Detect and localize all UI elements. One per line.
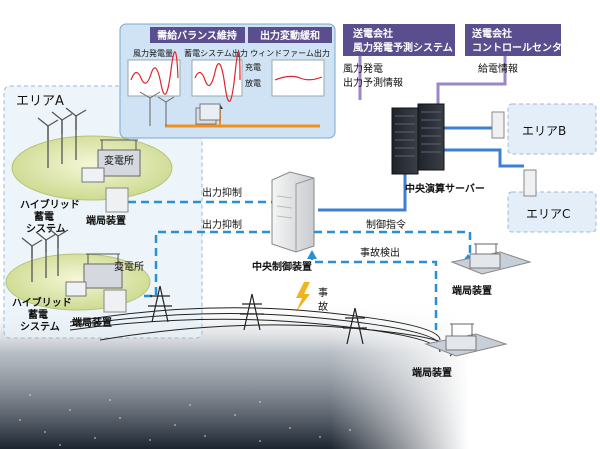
area-b-terminal-icon [491,111,505,139]
control-command-label: 制御指令 [366,218,406,231]
central-controller-label: 中央制御装置 [252,260,312,273]
central-controller-icon [271,171,315,253]
badge-smoothing [248,27,332,43]
central-server-icon [391,103,445,175]
fault-detect-label: 事故検出 [360,246,400,259]
terminal-right1-label: 端局装置 [452,284,492,297]
terminal-bottom-label: 端局装置 [72,316,112,329]
windfarm-output-label: ウィンドファーム出力 [250,48,330,58]
transmission-lines [69,285,454,357]
hybrid-bottom-line2: 蓄電 [28,308,48,321]
discharge-label: 放電 [245,78,261,88]
badge-smoothing-label: 出力変動緩和 [260,29,320,42]
terminal-right2-label: 端局装置 [412,366,452,379]
terminal-right1-icon [450,243,532,275]
inset-turbine-icon [139,91,175,126]
terminal-right2-icon [424,323,508,357]
wind-farm-top [11,107,173,201]
wind-output-label: 風力発電量 [133,48,173,58]
area-c-terminal-icon [523,169,537,197]
svg-text:送電会社: 送電会社 [352,27,393,40]
area-a-label: エリアA [16,94,64,109]
lightning-icon [296,282,310,312]
badge-balance [150,27,245,43]
svg-text:コントロールセンタ: コントロールセンタ [472,42,562,54]
badge-balance-label: 需給バランス維持 [157,29,237,42]
area-c-box [507,191,597,233]
terminal-top-icon [105,187,129,213]
area-b-box [507,103,597,155]
area-c-label: エリアC [526,207,570,221]
storage-output-label: 蓄電システム出力 [184,48,248,58]
output-suppress-label-1: 出力抑制 [202,186,242,199]
substation-top-label: 変電所 [104,154,134,167]
hybrid-bottom-line1: ハイブリッド [12,296,72,309]
substation-bottom-icon [65,253,123,297]
area-b-label: エリアB [522,124,566,138]
svg-text:風力発電予測システム: 風力発電予測システム [353,41,453,54]
hybrid-top-line1: ハイブリッド [20,198,80,211]
terminal-top-label: 端局装置 [86,214,126,227]
fault-char-2: 故 [318,300,328,313]
svg-text:送電会社: 送電会社 [471,27,512,40]
forecast-info-line2: 出力予測情報 [343,76,403,89]
inset-battery-icon [195,103,221,125]
hybrid-top-line3: システム [26,223,66,235]
wind-turbine-icon [21,227,69,282]
hybrid-bottom-line3: システム [20,321,60,333]
fault-char-1: 事 [318,286,328,299]
charge-label: 充電 [245,62,261,72]
inset-panel: 需給バランス維持 出力変動緩和 風力発電量 蓄電システム出力 ウィンドファーム出… [119,23,336,139]
substation-top-icon [81,139,141,183]
forecast-info-line1: 風力発電 [343,62,383,75]
output-suppress-label-2: 出力抑制 [202,218,242,231]
company-forecast-system-box: 送電会社 風力発電予測システム [343,24,455,56]
substation-bottom-label: 変電所 [114,260,144,273]
terminal-bottom-icon [103,289,127,313]
supply-info-label: 給電情報 [478,62,518,75]
company-control-center-box: 送電会社 コントロールセンタ [465,24,562,56]
hybrid-top-line2: 蓄電 [34,210,54,223]
wind-turbine-icon [37,107,87,168]
central-server-label: 中央演算サーバー [405,182,485,195]
